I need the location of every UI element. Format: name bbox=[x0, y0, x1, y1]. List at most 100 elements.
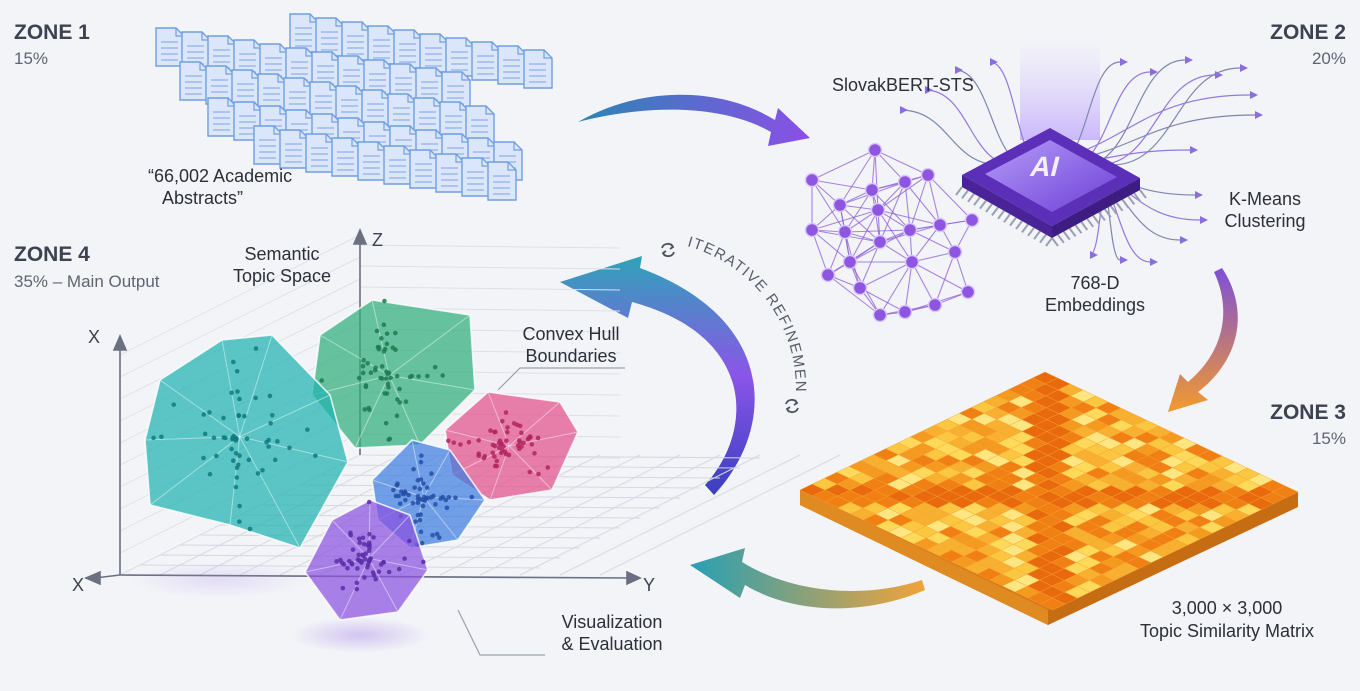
network-node bbox=[842, 254, 858, 270]
chip-pin bbox=[1098, 211, 1106, 221]
topic-point bbox=[453, 495, 458, 501]
network-edge bbox=[811, 229, 851, 263]
network-node bbox=[870, 202, 886, 218]
topic-point bbox=[515, 443, 521, 448]
embedding-ray bbox=[924, 89, 1015, 166]
network-edge bbox=[827, 274, 881, 316]
embeddings-label-line2: Embeddings bbox=[1044, 295, 1146, 315]
topic-point bbox=[269, 413, 275, 418]
topic-point bbox=[494, 458, 500, 464]
ray-arrowhead bbox=[990, 58, 998, 66]
chip-pin bbox=[1033, 230, 1041, 240]
refresh-icon bbox=[785, 398, 799, 414]
network-edge bbox=[811, 179, 846, 233]
document-icon bbox=[523, 49, 553, 89]
topic-point bbox=[545, 465, 551, 470]
topic-point bbox=[498, 450, 504, 456]
ray-arrowhead bbox=[1195, 191, 1203, 199]
ray-arrowhead bbox=[955, 66, 963, 74]
topic-point bbox=[418, 477, 424, 482]
convex-hull bbox=[311, 298, 476, 449]
chip-pin bbox=[1074, 224, 1083, 234]
network-edge bbox=[811, 209, 879, 231]
ray-arrowhead bbox=[1255, 111, 1263, 119]
eval-label-line1: Visualization bbox=[561, 612, 663, 632]
topic-point bbox=[397, 501, 403, 506]
grid-line bbox=[559, 454, 801, 576]
grid-line bbox=[119, 234, 361, 356]
topic-point bbox=[356, 558, 362, 563]
topic-point bbox=[403, 497, 408, 503]
topic-point bbox=[386, 384, 391, 390]
hull-label-line2: Boundaries bbox=[525, 346, 617, 366]
axis-z-label: Z bbox=[372, 230, 383, 250]
document-icon bbox=[357, 141, 387, 181]
matrix-cells bbox=[799, 371, 1299, 611]
topic-point bbox=[429, 471, 434, 476]
topic-point bbox=[393, 493, 399, 499]
topic-point bbox=[233, 438, 239, 443]
topic-point bbox=[366, 548, 372, 554]
document-icon bbox=[207, 97, 237, 137]
chip-pin bbox=[961, 189, 969, 199]
topic-point bbox=[235, 389, 240, 394]
flow-arrow-model-to-matrix bbox=[1168, 268, 1238, 412]
topic-point bbox=[354, 586, 360, 592]
topic-point bbox=[506, 452, 512, 458]
document-icon bbox=[283, 77, 313, 117]
chip-pin bbox=[1104, 208, 1112, 218]
topic-point bbox=[496, 440, 502, 446]
chip-pin bbox=[1092, 215, 1100, 225]
topic-point bbox=[372, 367, 378, 373]
documents-label-line2: Abstracts” bbox=[162, 188, 244, 208]
chip-pin bbox=[1062, 231, 1071, 241]
topic-point bbox=[367, 531, 372, 537]
iterative-refinement-arrow bbox=[560, 256, 755, 495]
network-edge bbox=[927, 174, 973, 221]
topic-point bbox=[348, 532, 354, 538]
network-edge bbox=[839, 204, 881, 243]
topic-point bbox=[260, 467, 265, 473]
topic-point bbox=[504, 438, 509, 443]
network-edge bbox=[811, 149, 876, 181]
topic-point bbox=[379, 364, 385, 369]
clustering-label-line2: Clustering bbox=[1224, 211, 1306, 231]
topic-point bbox=[492, 429, 497, 435]
topic-point bbox=[339, 560, 345, 566]
chip-pin bbox=[985, 203, 993, 213]
documents-label-line1: “66,002 Academic bbox=[148, 166, 293, 186]
network-edge bbox=[877, 174, 929, 211]
ray-arrowhead bbox=[1150, 258, 1158, 266]
topic-point bbox=[521, 440, 526, 446]
chip-pin bbox=[973, 196, 981, 206]
topic-point bbox=[363, 383, 369, 388]
grid-line bbox=[399, 454, 641, 576]
topic-point bbox=[214, 453, 219, 459]
chip-pin bbox=[955, 186, 963, 196]
topic-point bbox=[319, 378, 325, 383]
topic-point bbox=[234, 475, 240, 480]
model-label: SlovakBERT-STS bbox=[832, 75, 974, 95]
network-edge bbox=[904, 181, 941, 226]
topic-point bbox=[421, 559, 426, 565]
chip-pin bbox=[979, 200, 987, 210]
topic-point bbox=[340, 585, 346, 591]
topic-point bbox=[434, 531, 440, 537]
matrix-cell bbox=[1039, 597, 1066, 611]
network-node bbox=[837, 224, 853, 240]
ray-arrowhead bbox=[1120, 58, 1128, 66]
topic-point bbox=[528, 435, 533, 440]
hull-label-line1: Convex Hull bbox=[522, 324, 620, 344]
topic-point bbox=[466, 439, 472, 445]
topic-point bbox=[242, 413, 247, 419]
axis-x-left-label: X bbox=[72, 575, 85, 595]
network-edge bbox=[871, 189, 911, 231]
topic-point bbox=[221, 415, 226, 421]
topic-point bbox=[417, 496, 423, 502]
similarity-matrix bbox=[799, 371, 1299, 625]
document-icon bbox=[253, 125, 283, 165]
network-node bbox=[804, 172, 820, 188]
zone3-share: 15% bbox=[1311, 429, 1346, 448]
network-edge bbox=[874, 149, 906, 183]
topic-point bbox=[382, 346, 388, 352]
